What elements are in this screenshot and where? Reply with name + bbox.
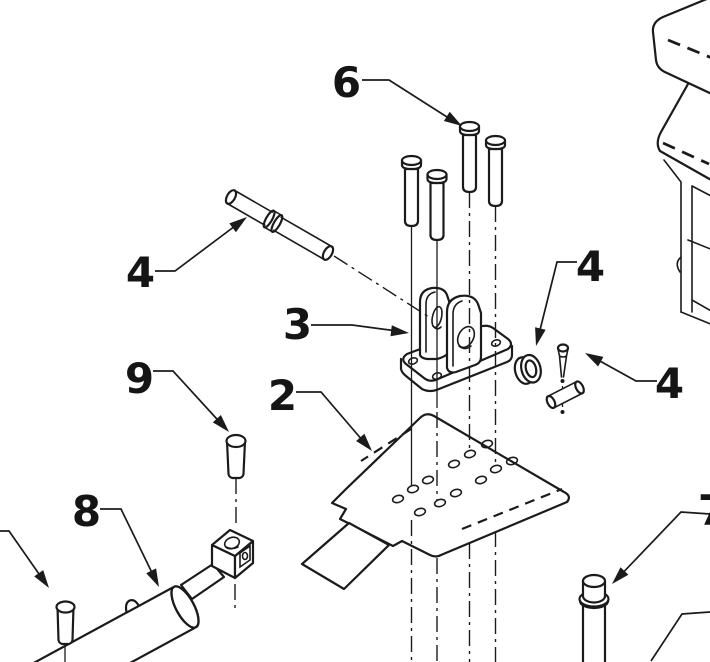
callout-8: 8 xyxy=(71,487,101,536)
callout-4-pin: 4 xyxy=(125,248,155,297)
hex-bolt-2 xyxy=(426,168,448,242)
leader-4-washer xyxy=(535,261,577,346)
callout-9: 9 xyxy=(124,354,154,403)
machine-body xyxy=(651,0,710,325)
leader-2 xyxy=(296,391,372,451)
callout-2: 2 xyxy=(267,371,297,420)
lower-pin xyxy=(55,600,76,662)
plate-holes xyxy=(391,439,519,517)
plate-bend-line xyxy=(461,487,563,531)
hydraulic-cylinder xyxy=(27,528,255,662)
leader-offscreen-right xyxy=(650,611,710,662)
cylinder-clevis xyxy=(210,528,255,580)
callout-4-cotter: 4 xyxy=(654,359,684,408)
callout-6: 6 xyxy=(331,58,361,107)
mounting-plate xyxy=(300,413,571,591)
leader-3 xyxy=(311,324,409,337)
callout-7: 7 xyxy=(696,490,710,532)
leader-8 xyxy=(100,508,159,587)
hex-bolt-4 xyxy=(484,134,507,208)
cylinder-barrel xyxy=(27,585,200,662)
washer xyxy=(513,353,542,385)
leader-9 xyxy=(153,370,229,432)
clevis-axis-line xyxy=(234,478,237,612)
small-clevis-pin xyxy=(225,433,247,480)
hex-bolt-1 xyxy=(400,154,423,228)
bracket-left-lug xyxy=(418,286,452,361)
leader-6 xyxy=(362,79,462,126)
pin-axis-line xyxy=(333,255,430,318)
centerlines xyxy=(234,192,497,662)
pivot-bracket xyxy=(399,286,514,393)
hex-bolts xyxy=(400,120,507,242)
pivot-post xyxy=(578,573,610,662)
clevis-pin xyxy=(224,189,335,261)
leader-7 xyxy=(612,511,710,584)
pin-sleeve xyxy=(545,380,585,410)
leader-lines xyxy=(0,79,710,662)
leader-4-pin xyxy=(155,217,247,272)
callout-3: 3 xyxy=(282,300,312,349)
pin-collar xyxy=(262,209,284,233)
bracket-right-lug xyxy=(445,294,483,374)
leader-4-cotter xyxy=(585,353,657,382)
callout-4-washer: 4 xyxy=(575,242,605,291)
plate-bend-tab xyxy=(300,521,391,591)
hex-bolt-3 xyxy=(458,120,481,194)
leader-offscreen-left xyxy=(0,530,49,588)
plate-bend-line xyxy=(360,428,412,462)
